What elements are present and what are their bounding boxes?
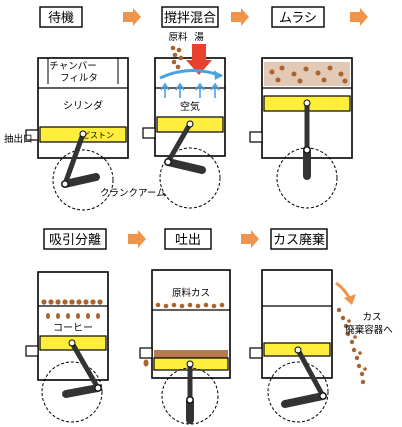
coffee-drops	[46, 313, 100, 319]
coffee-drip	[143, 359, 149, 367]
step-steep-label: ムラシ	[279, 11, 317, 26]
coffee-layer	[154, 350, 228, 358]
step-discharge-label: 吐出	[175, 233, 201, 248]
chamber-label: チャンバー	[49, 61, 96, 72]
grounds	[41, 299, 103, 305]
ingredient-label: 原料	[168, 31, 188, 43]
step-waiting: 待機	[39, 6, 83, 28]
step-arrow-5	[241, 230, 259, 248]
outlet-label: 抽出口	[4, 133, 33, 145]
ingredient-stream	[170, 45, 184, 70]
grounds	[269, 65, 348, 84]
cylinder-label: シリンダ	[63, 99, 103, 112]
panel-steep	[249, 57, 353, 209]
step-dispose-grounds: カス廃棄	[270, 228, 328, 250]
panel-stir-mix: 原料 湯 空気	[142, 31, 226, 209]
grounds-label: 原料カス	[172, 287, 210, 299]
step-steep: ムラシ	[271, 6, 325, 28]
step-stir-mix: 撹拌混合	[161, 6, 219, 28]
outlet	[249, 347, 263, 359]
outlet	[139, 347, 153, 359]
outlet	[25, 345, 39, 357]
panel-waiting: チャンバー フィルタ シリンダ ピストン 抽出口 クランクアーム	[4, 57, 166, 211]
step-stir-mix-label: 撹拌混合	[164, 11, 216, 26]
panel-suction-separation: コーヒー	[25, 271, 109, 423]
waste-label-line1: カス	[362, 312, 381, 323]
outlet	[142, 127, 156, 139]
hot-water-label: 湯	[194, 31, 204, 43]
step-waiting-label: 待機	[48, 11, 74, 26]
waste-label-line2: 廃棄容器へ	[345, 324, 393, 336]
crank-arm-label: クランクアーム	[100, 188, 166, 199]
step-suction-separation-label: 吸引分離	[49, 233, 101, 248]
coffee-label: コーヒー	[53, 322, 93, 334]
grounds	[155, 302, 225, 309]
panel-dispose-grounds: カス 廃棄容器へ	[249, 269, 393, 423]
outlet	[25, 129, 39, 141]
step-arrow-2	[231, 8, 249, 26]
piston-label: ピストン	[82, 131, 114, 140]
step-suction-separation: 吸引分離	[43, 228, 107, 250]
step-arrow-1	[123, 8, 141, 26]
hot-water-arrow	[186, 44, 212, 75]
step-dispose-grounds-label: カス廃棄	[273, 232, 325, 248]
air-label: 空気	[180, 100, 200, 113]
filter-label: フィルタ	[60, 73, 98, 84]
step-discharge: 吐出	[164, 228, 212, 250]
step-arrow-3	[350, 8, 368, 26]
falling-grounds	[336, 307, 367, 385]
panel-discharge: 原料カス	[139, 269, 231, 425]
step-arrow-4	[128, 230, 146, 248]
outlet	[249, 131, 263, 143]
air-arrows	[160, 82, 220, 98]
